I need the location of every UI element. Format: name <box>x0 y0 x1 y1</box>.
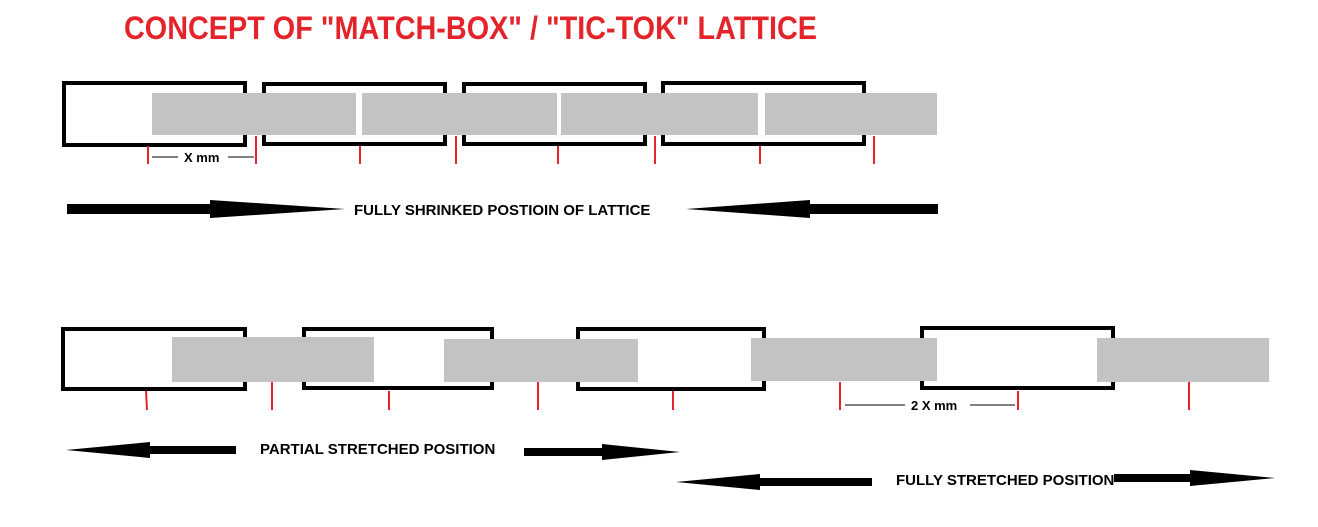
left-arrow <box>66 442 236 458</box>
slider-block <box>362 93 557 135</box>
right-arrow <box>524 444 680 460</box>
slider-block <box>1097 338 1269 382</box>
slider-block <box>444 339 638 382</box>
outline-box <box>920 326 1115 390</box>
partial-stretched-label: PARTIAL STRETCHED POSITION <box>260 441 496 458</box>
slider-block <box>751 338 937 381</box>
shrinked-position-label: FULLY SHRINKED POSTIOIN OF LATTICE <box>352 202 653 219</box>
stretched-lattice-row <box>61 326 1275 490</box>
dimension-label-x: X mm <box>184 150 220 166</box>
left-arrow <box>676 474 872 490</box>
slider-block <box>765 93 937 135</box>
diagram-title: CONCEPT OF "MATCH-BOX" / "TIC-TOK" LATTI… <box>124 10 817 46</box>
shrinked-lattice-row <box>62 81 938 218</box>
left-arrow <box>686 200 938 218</box>
right-arrow <box>1110 470 1275 486</box>
slider-block <box>172 337 374 382</box>
tick-mark <box>145 390 148 411</box>
full-stretched-label: FULLY STRETCHED POSITION <box>896 472 1115 489</box>
right-arrow <box>67 200 345 218</box>
slider-block <box>561 93 758 135</box>
dimension-label-2x: 2 X mm <box>911 398 958 414</box>
slider-block <box>152 93 356 135</box>
